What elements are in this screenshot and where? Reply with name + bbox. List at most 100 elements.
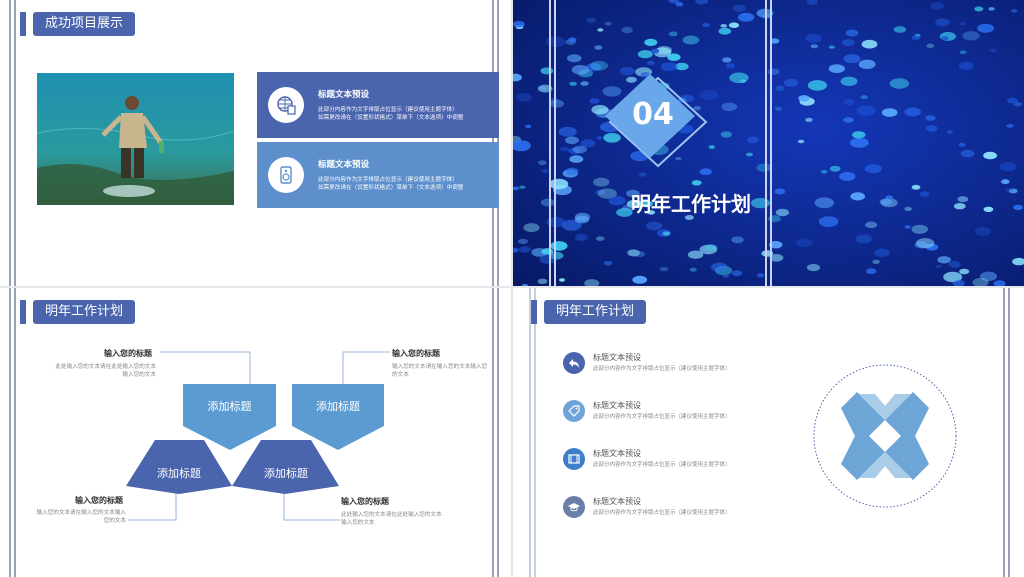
bokeh-dot (718, 27, 732, 35)
bokeh-dot (1007, 97, 1018, 104)
label-desc: 输入您的文本请在输入您的文本输入您 的文本 (392, 363, 502, 379)
label-desc-line: 您的文本 (103, 518, 126, 524)
section-tag: 明年工作计划 (33, 300, 136, 324)
bokeh-dot (574, 215, 590, 224)
bokeh-dot (960, 149, 975, 158)
item-title: 标题文本预设 (593, 449, 641, 458)
bokeh-dot (675, 1, 684, 7)
bokeh-dot (699, 89, 719, 101)
info-card: 标题文本预设 此部分内容作为文字排版占位显示（建议使用主题字体） 如需更改请在（… (257, 142, 499, 208)
item-desc: 此部分内容作为文字排版占位显示（建议使用主题字体） (593, 414, 731, 420)
bokeh-dot (595, 236, 605, 241)
bokeh-dot (731, 270, 743, 277)
bokeh-dot (568, 37, 577, 43)
bokeh-dot (669, 31, 678, 37)
bokeh-dot (591, 105, 609, 115)
bokeh-dot (626, 199, 642, 209)
bokeh-dot (879, 198, 892, 206)
bokeh-dot (983, 206, 994, 212)
frame-line (1003, 288, 1005, 577)
label-desc-line: 的文本 (392, 372, 409, 378)
bokeh-dot (691, 180, 702, 186)
bokeh-dot (805, 33, 822, 43)
bokeh-dot (539, 254, 557, 264)
film-icon (563, 448, 585, 470)
bokeh-dot (702, 22, 710, 28)
section-tag: 明年工作计划 (544, 300, 647, 324)
bokeh-dot (855, 234, 873, 244)
bokeh-dot (722, 57, 732, 63)
bokeh-dot (519, 185, 526, 189)
bokeh-dot (1013, 204, 1023, 211)
bokeh-dot (843, 98, 855, 106)
bokeh-dot (558, 126, 577, 137)
bokeh-dot (518, 238, 528, 245)
bokeh-dot (775, 85, 785, 91)
bokeh-dot (580, 139, 596, 148)
label-desc: 输入您的文本请在输入您的文本输入 您的文本 (22, 509, 126, 525)
label-title: 输入您的标题 (392, 349, 440, 358)
bokeh-dot (941, 36, 949, 41)
bokeh-dot (1010, 9, 1018, 13)
bokeh-dot (845, 29, 859, 37)
bokeh-dot (769, 241, 783, 249)
bokeh-dot (925, 125, 938, 132)
card-desc-line: 如需更改请在（设置形状格式）菜单下（文本选项）中调整 (318, 185, 464, 191)
bokeh-dot (911, 184, 921, 190)
bokeh-dot (974, 6, 984, 12)
label-title: 输入您的标题 (104, 349, 152, 358)
bokeh-dot (513, 73, 522, 82)
frame-line (14, 0, 16, 286)
bokeh-dot (586, 17, 596, 23)
bokeh-dot (711, 262, 728, 272)
bokeh-dot (839, 171, 856, 181)
cross-arrows-graphic (813, 364, 957, 508)
bokeh-dot (650, 48, 660, 54)
bokeh-dot (634, 251, 646, 258)
bokeh-dot (549, 178, 569, 190)
bokeh-dot (852, 131, 866, 139)
item-title: 标题文本预设 (593, 401, 641, 410)
bokeh-dot (872, 259, 880, 264)
bokeh-dot (646, 221, 663, 231)
bokeh-dot (626, 76, 637, 83)
shape-label: 添加标题 (157, 467, 201, 480)
bokeh-dot (593, 177, 610, 187)
bokeh-dot (687, 250, 704, 259)
bokeh-dot (979, 271, 998, 281)
arrow-shape-down (183, 384, 276, 450)
number-diamond (605, 74, 708, 168)
bokeh-dot (769, 253, 784, 262)
card-title: 标题文本预设 (318, 90, 370, 100)
bokeh-dot (699, 168, 712, 175)
bokeh-dot (608, 196, 626, 206)
frame-line (549, 0, 551, 286)
bokeh-dot (603, 133, 621, 143)
bokeh-dot (958, 61, 974, 70)
card-desc-line: 此部分内容作为文字排版占位显示（建议使用主题字体） (318, 177, 458, 183)
bokeh-dot (746, 152, 753, 157)
label-desc: 此处输入您的文本请在此处输入您的文本 输入您的文本 (341, 511, 467, 527)
bokeh-dot (728, 22, 740, 29)
bokeh-dot (756, 163, 772, 172)
label-desc: 此处输入您的文本请在此处输入您的文本 输入您的文本 (40, 363, 156, 379)
section-tag: 成功项目展示 (33, 12, 136, 36)
bokeh-dot (693, 106, 702, 111)
bokeh-dot (828, 64, 845, 73)
globe-devices-icon (268, 87, 304, 123)
bokeh-dot (729, 72, 749, 84)
label-desc-line: 输入您的文本请在输入您的文本输入 (36, 510, 126, 516)
bokeh-dot (943, 271, 963, 283)
bokeh-dot (619, 67, 635, 76)
bokeh-dot (904, 107, 922, 117)
bokeh-dot (549, 251, 564, 260)
bokeh-dot (919, 191, 930, 197)
bokeh-dot (597, 188, 617, 199)
frame-line (1008, 288, 1010, 577)
bokeh-dot (885, 195, 894, 200)
bokeh-dot (647, 210, 656, 215)
tag-accent (531, 300, 537, 324)
tag-accent (20, 12, 26, 36)
bokeh-dot (640, 200, 653, 208)
bokeh-dot (684, 215, 694, 220)
